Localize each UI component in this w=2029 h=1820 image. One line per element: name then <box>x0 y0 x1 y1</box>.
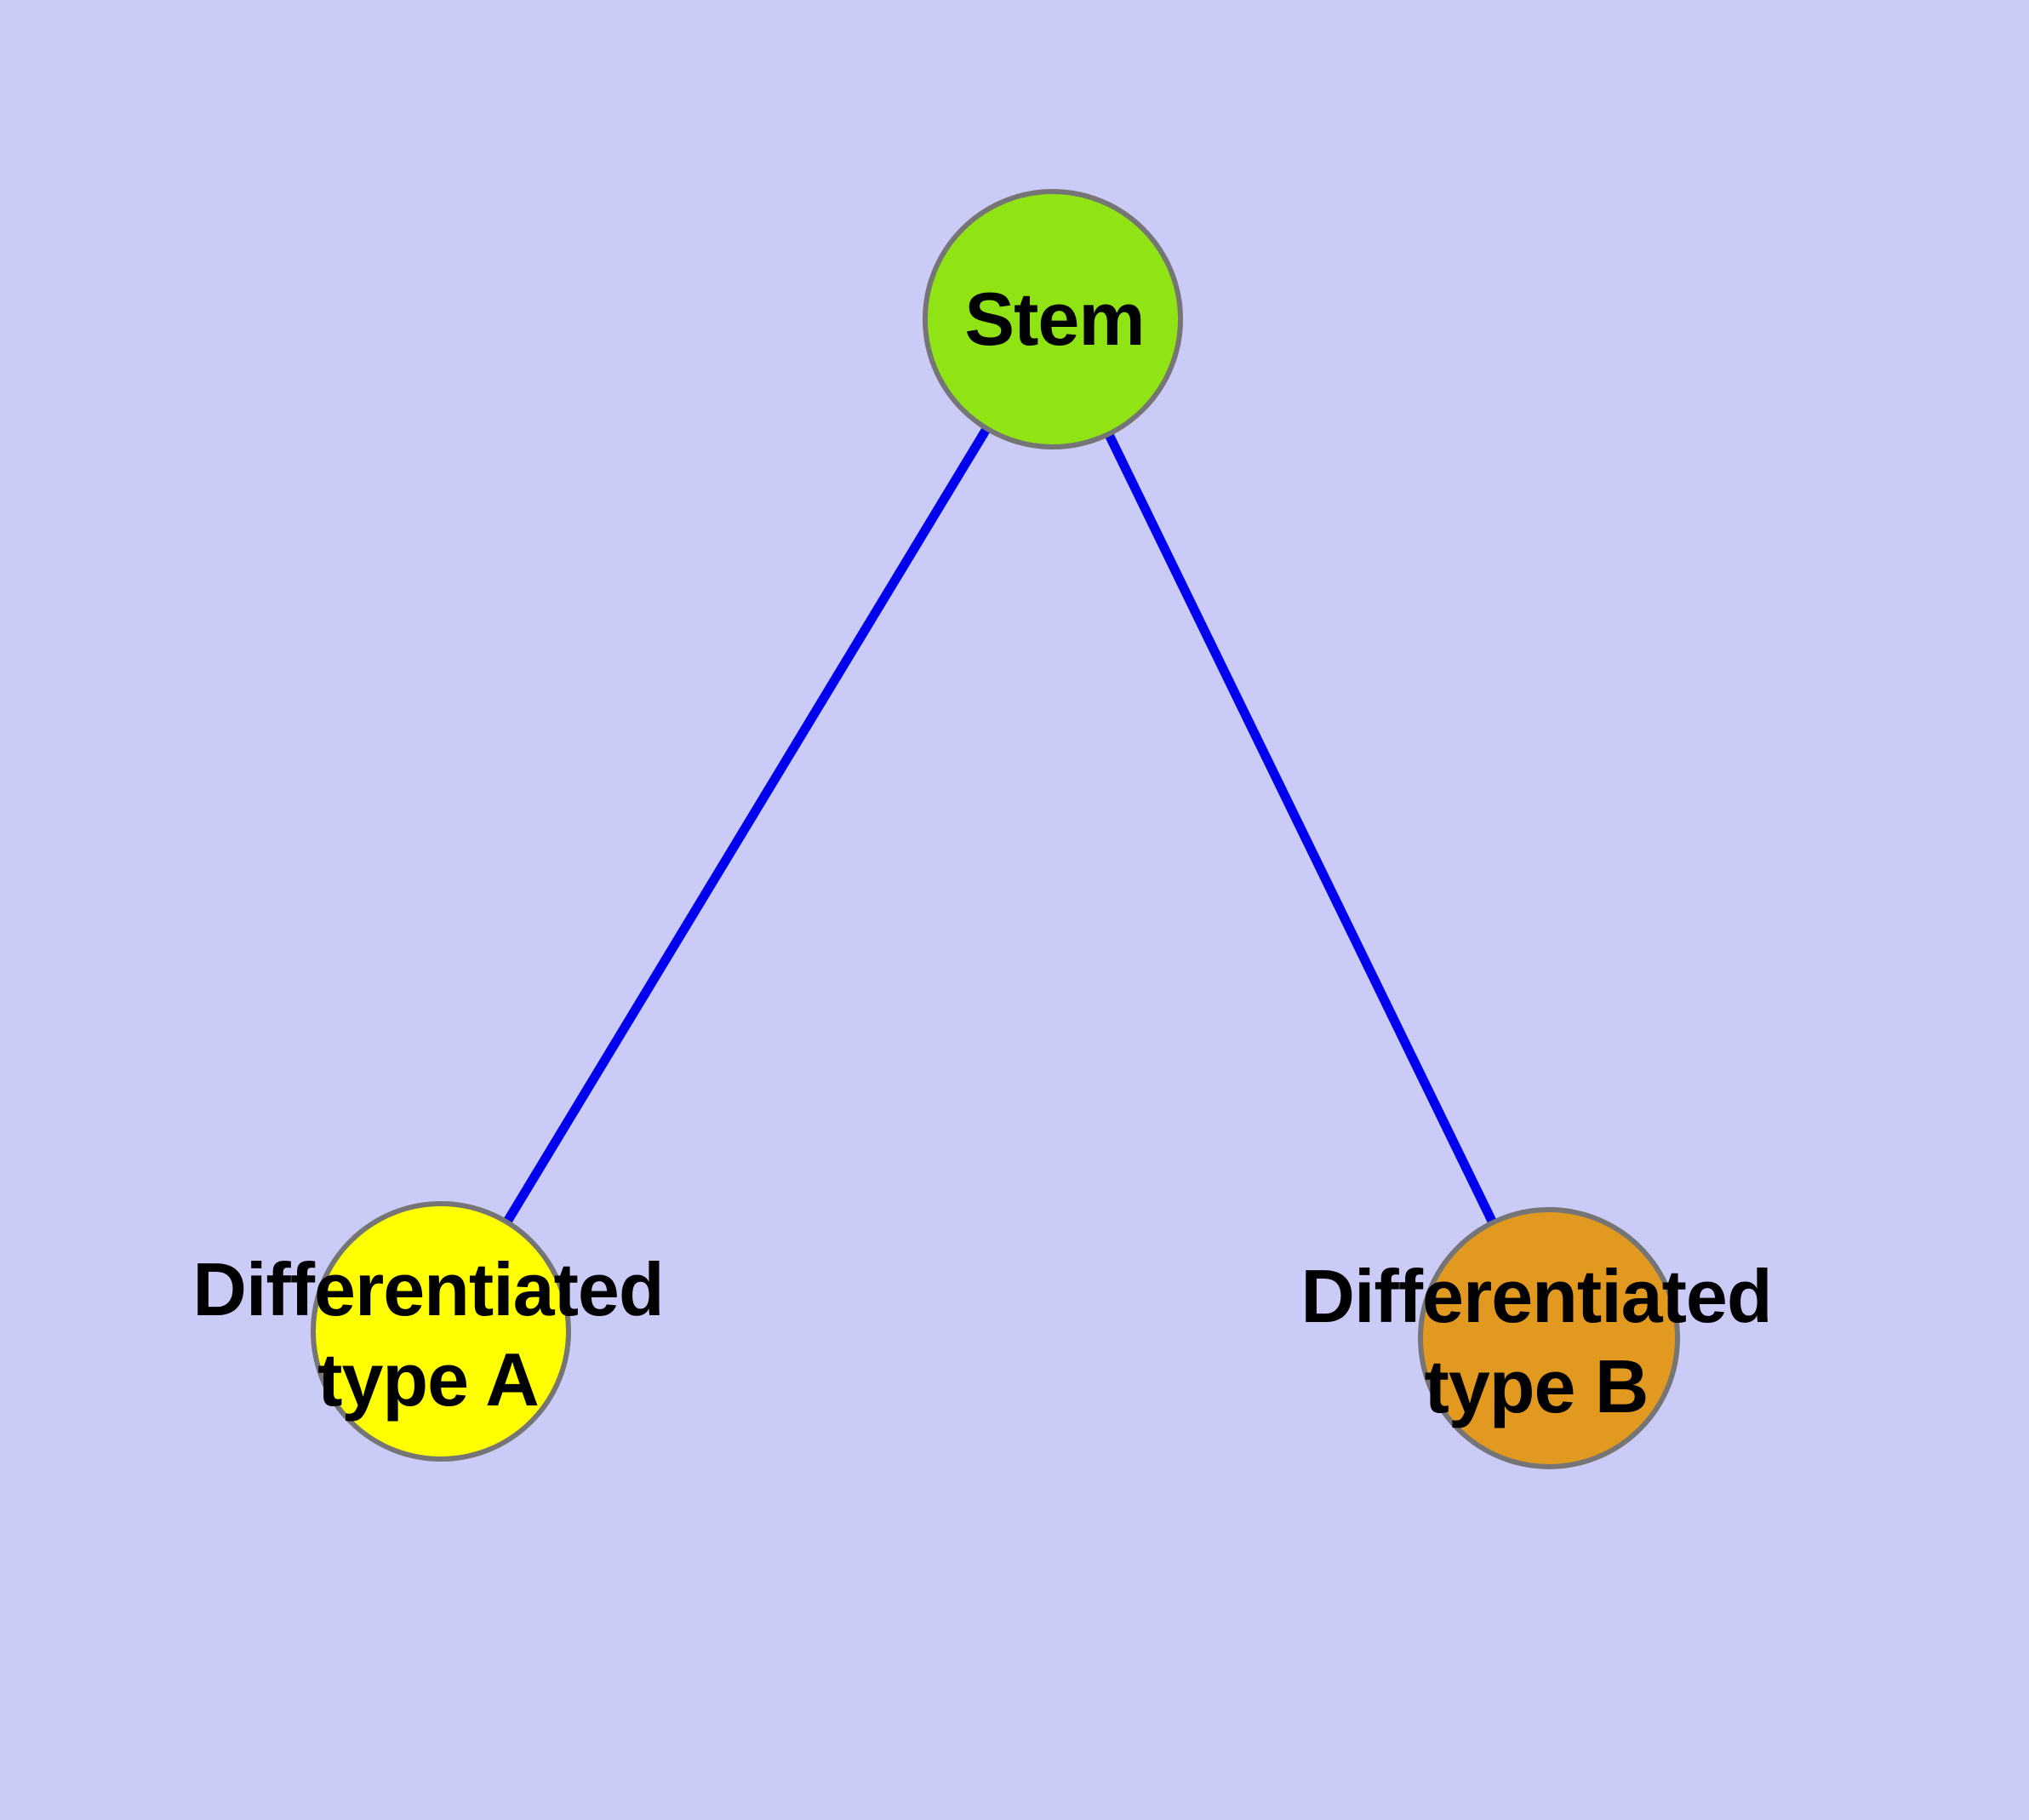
edge-stem-to-typeA <box>437 317 1057 1334</box>
node-typeB-label: Differentiated type B <box>1300 1254 1772 1428</box>
node-stem-circle <box>923 189 1183 449</box>
edge-stem-to-typeB <box>1049 317 1553 1341</box>
node-typeA-circle <box>311 1201 571 1462</box>
node-typeB-circle <box>1418 1207 1680 1469</box>
node-stem-label: Stem <box>964 277 1145 361</box>
node-typeA-label: Differentiated type A <box>192 1247 664 1422</box>
